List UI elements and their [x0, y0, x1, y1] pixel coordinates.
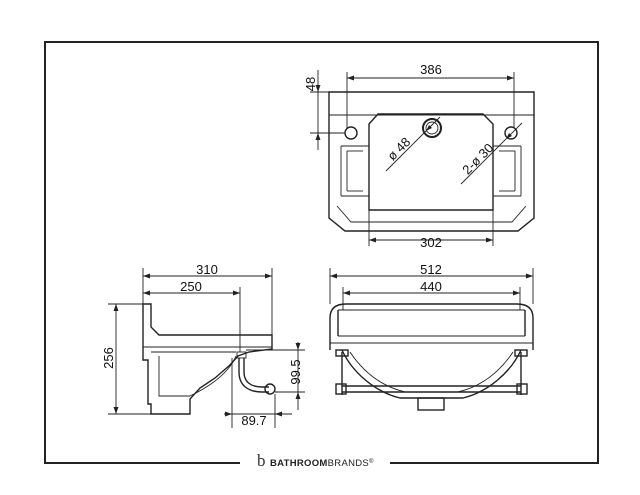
dim-label-48: 48	[303, 77, 318, 91]
waste-hole	[422, 118, 442, 138]
dim-label-386: 386	[420, 62, 442, 77]
dim-label-440: 440	[420, 279, 442, 294]
front-view: 512 440	[329, 262, 534, 411]
front-towel-rail	[335, 349, 528, 395]
dim-top-back-height: 48	[303, 70, 345, 150]
dim-side-waste-height: 99.5	[246, 342, 305, 410]
brand-wordmark: BATHROOMBRANDS®	[270, 458, 374, 469]
top-view: 386 48 ø 48 2-ø 30 302	[303, 62, 535, 250]
side-view-outline	[142, 303, 273, 415]
dim-label-256: 256	[101, 347, 116, 369]
dim-label-89-7: 89.7	[241, 413, 266, 428]
dim-label-tap-holes: 2-ø 30	[459, 140, 496, 177]
top-view-outline	[328, 91, 535, 232]
dim-label-512: 512	[420, 262, 442, 277]
front-view-outline	[329, 303, 534, 350]
dim-front-overall-width: 512	[329, 262, 534, 304]
dim-top-bowl-width: 302	[368, 210, 494, 250]
dim-tap-holes: 2-ø 30	[459, 122, 523, 185]
brand-name-bold: BATHROOM	[270, 458, 328, 469]
dim-label-waste-hole: ø 48	[384, 134, 413, 163]
front-waste	[417, 397, 445, 411]
tap-hole-left	[344, 126, 358, 140]
brand-logo-icon: b	[257, 451, 266, 470]
dim-label-310: 310	[196, 262, 218, 277]
dim-label-250: 250	[180, 279, 202, 294]
drawing-frame	[44, 41, 599, 464]
right-recess	[493, 145, 522, 197]
brand-trademark: ®	[369, 458, 374, 465]
dim-waste-hole: ø 48	[384, 116, 441, 172]
dim-side-waste-offset: 89.7	[224, 358, 292, 428]
dim-label-302: 302	[420, 235, 442, 250]
dim-front-bowl-width: 440	[342, 279, 521, 310]
dim-side-overall-depth: 310	[142, 262, 273, 335]
side-waste-pipe	[236, 351, 276, 395]
dim-label-99-5: 99.5	[288, 359, 303, 384]
tap-hole-right	[504, 126, 518, 140]
dim-top-overall-width: 386	[346, 62, 515, 128]
brand-name-light: BRANDS	[328, 458, 369, 469]
left-recess	[340, 145, 369, 197]
dim-side-bowl-depth: 250	[143, 279, 241, 352]
dim-side-height: 256	[101, 303, 151, 415]
brand-logo: b BATHROOMBRANDS®	[257, 451, 374, 470]
side-view: 310 250 256 99.5	[101, 262, 305, 428]
